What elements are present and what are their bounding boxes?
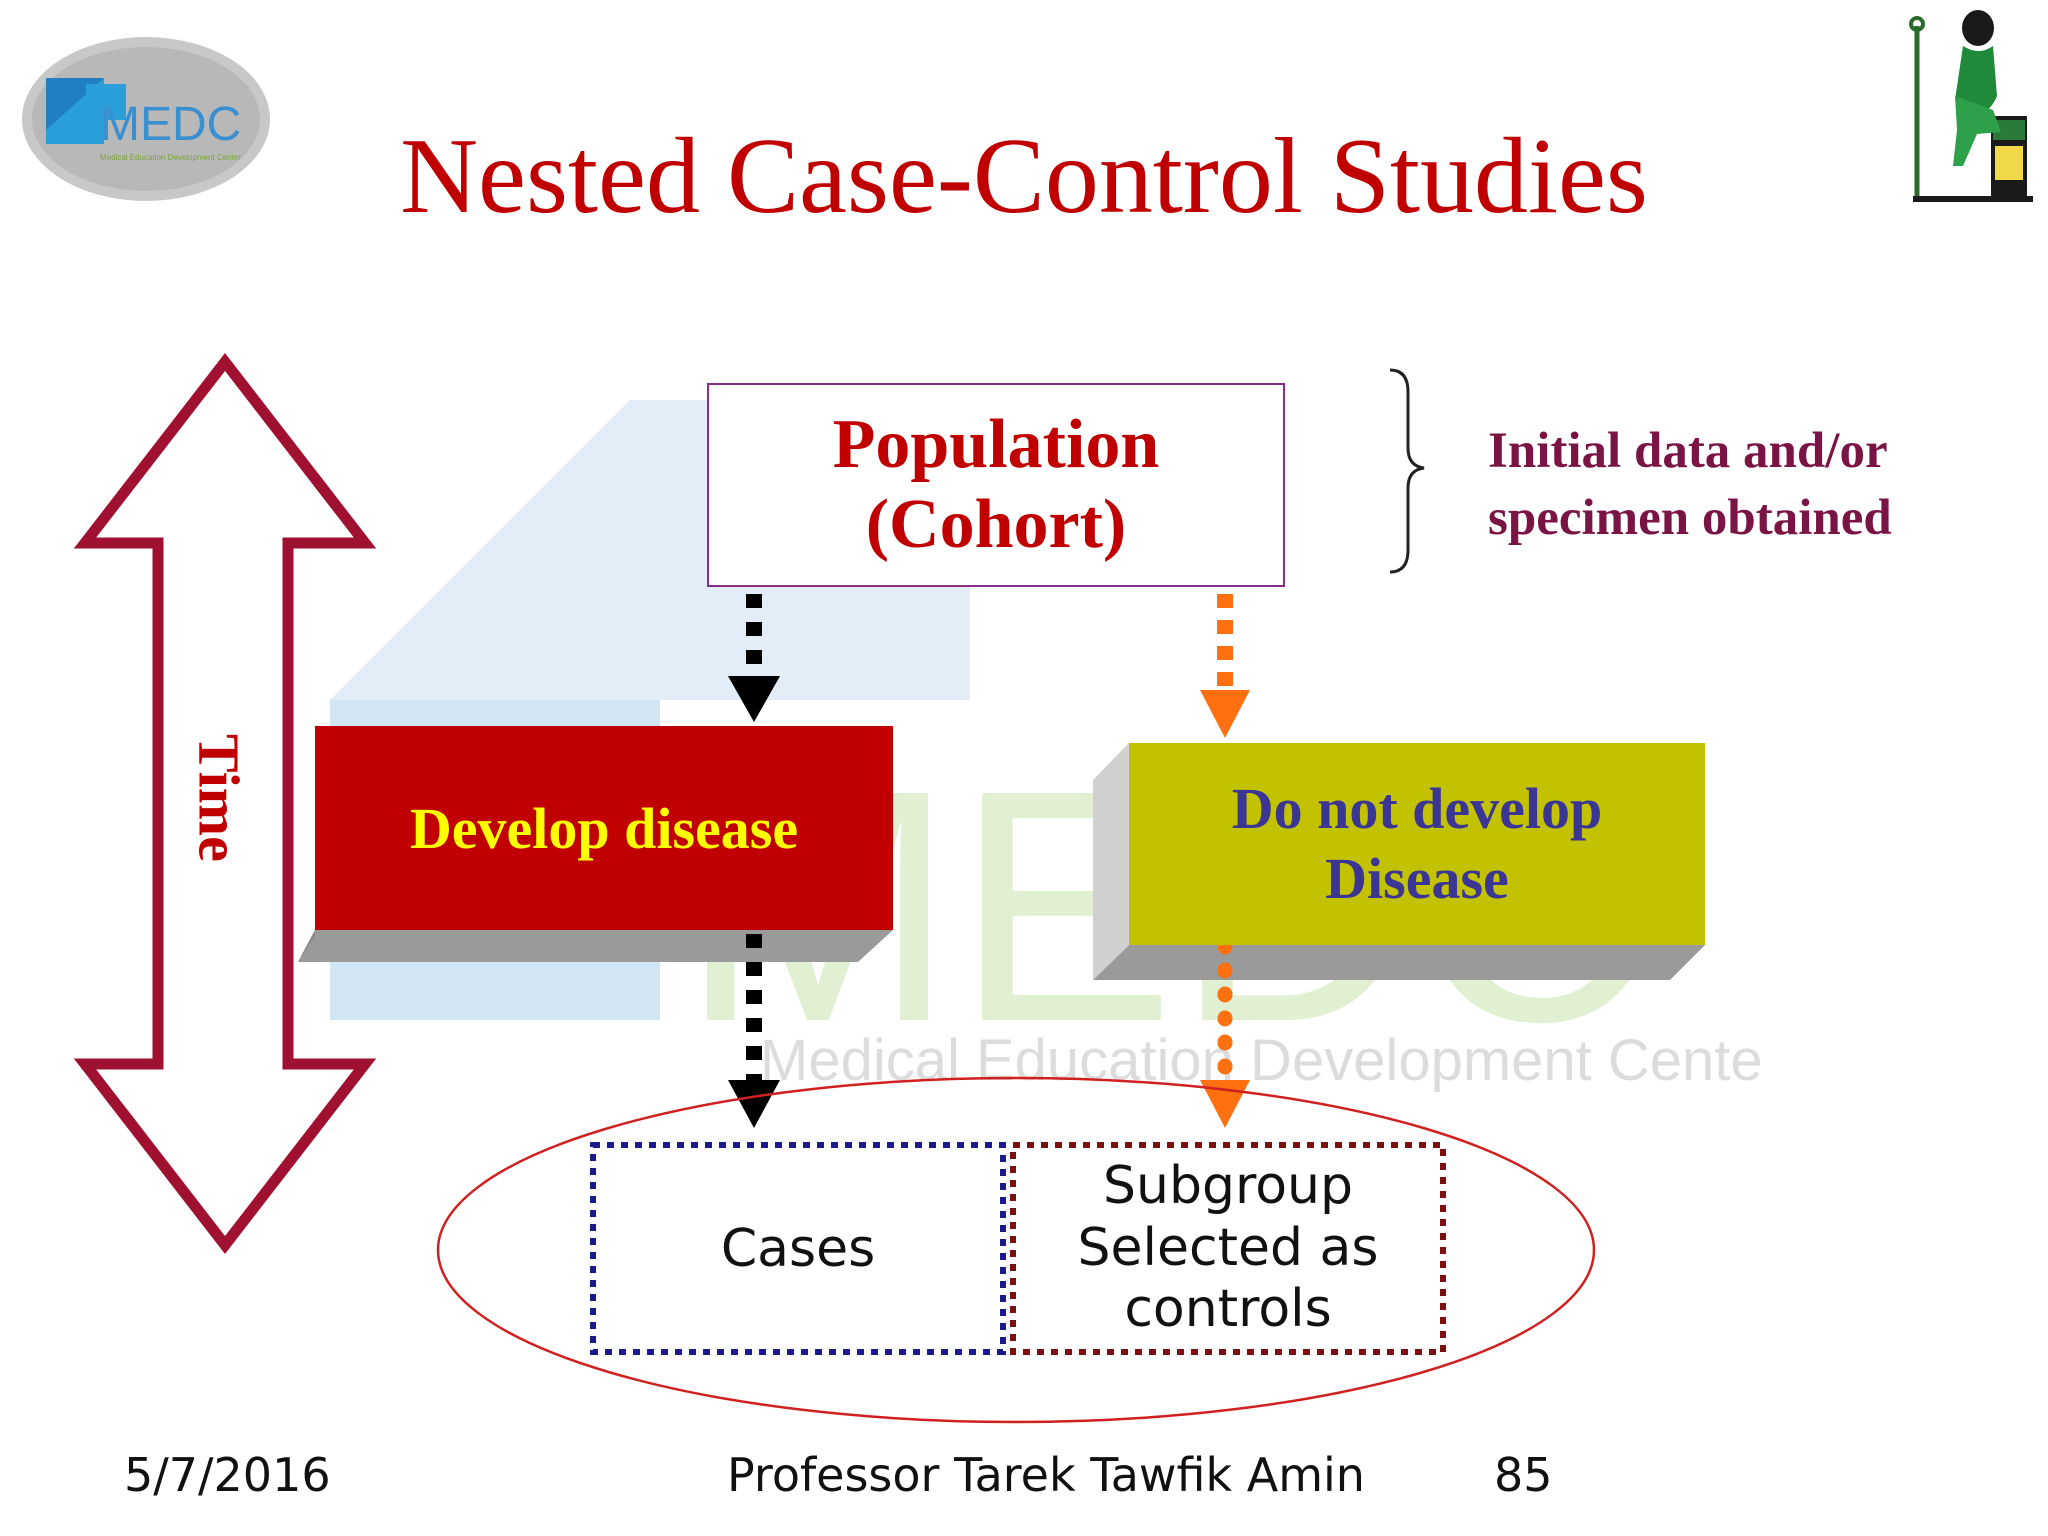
page-number: 85 (1494, 1448, 1553, 1502)
cohort-label: (Cohort) (865, 486, 1127, 563)
medc-logo: MEDC Medical Education Development Cente… (22, 37, 270, 201)
study-group-ellipse (436, 1076, 1596, 1424)
population-label: Population (832, 405, 1160, 483)
controls-line-3: controls (1124, 1279, 1332, 1340)
develop-box-shadow (298, 930, 893, 962)
brace-icon (1389, 368, 1425, 574)
controls-box: Subgroup Selected as controls (1013, 1145, 1443, 1352)
logo-text: MEDC (100, 98, 241, 151)
footer-author: Professor Tarek Tawfik Amin (727, 1448, 1365, 1502)
time-label: Time (186, 734, 252, 862)
initial-data-note: Initial data and/or specimen obtained (1488, 418, 2008, 553)
note-line-1: Initial data and/or (1488, 423, 1888, 479)
develop-disease-label: Develop disease (409, 795, 799, 861)
nodev-box-side (1093, 743, 1129, 980)
pharaoh-scribe-icon (1909, 10, 2033, 202)
footer-date: 5/7/2016 (124, 1448, 331, 1502)
cases-label: Cases (720, 1218, 876, 1279)
controls-line-2: Selected as (1077, 1217, 1379, 1278)
no-develop-line-2: Disease (1325, 846, 1509, 911)
black-arrowhead-1 (728, 676, 780, 722)
cases-box: Cases (593, 1145, 1003, 1352)
svg-text:Medical Education Development: Medical Education Development Center (100, 153, 241, 162)
note-line-2: specimen obtained (1488, 490, 1892, 547)
watermark-subtitle: Medical Education Development Center (760, 1028, 1760, 1093)
nodev-box-shadow (1093, 945, 1705, 980)
black-arrowhead-2 (728, 1080, 780, 1128)
population-box: Population (Cohort) (707, 383, 1285, 587)
slide-title: Nested Case-Control Studies (400, 117, 1648, 236)
time-double-arrow (73, 353, 377, 1254)
no-disease-box: Do not develop Disease (1129, 743, 1705, 945)
controls-line-1: Subgroup (1103, 1156, 1353, 1217)
controls-box-border (1010, 1142, 1446, 1355)
orange-arrowhead-1 (1200, 690, 1250, 738)
develop-disease-box: Develop disease (315, 726, 893, 930)
no-develop-line-1: Do not develop (1231, 776, 1603, 842)
